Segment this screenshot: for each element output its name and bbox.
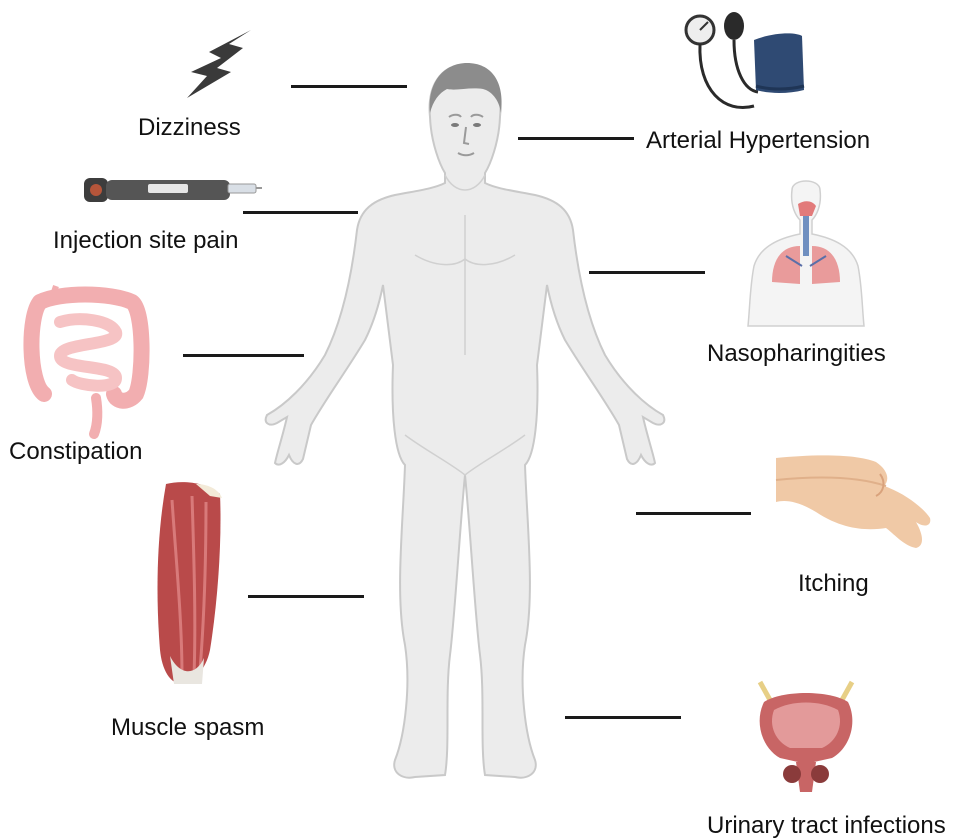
intestines-icon [20,286,150,436]
leader-uti [565,716,681,719]
label-arterial-hypertension: Arterial Hypertension [646,129,870,153]
injection-pen-icon [82,172,262,208]
label-nasopharingities: Nasopharingities [707,342,886,366]
human-body-figure [255,55,675,795]
label-injection-site-pain: Injection site pain [53,229,238,253]
scratching-hand-icon [776,452,932,556]
bladder-icon [752,682,860,794]
leader-muscle [248,595,364,598]
respiratory-system-icon [742,176,870,332]
thigh-muscle-icon [152,480,224,686]
label-urinary-tract-infections: Urinary tract infections [707,814,946,838]
label-itching: Itching [798,572,869,596]
leader-injection [243,211,358,214]
body-silhouette [266,65,665,778]
leader-dizziness [291,85,407,88]
leader-constipation [183,354,304,357]
leader-naso [589,271,705,274]
label-dizziness: Dizziness [138,116,241,140]
lightning-bolt-icon [185,28,257,100]
leader-hypertension [518,137,634,140]
label-muscle-spasm: Muscle spasm [111,716,264,740]
blood-pressure-cuff-icon [684,10,808,118]
label-constipation: Constipation [9,440,142,464]
leader-itching [636,512,751,515]
